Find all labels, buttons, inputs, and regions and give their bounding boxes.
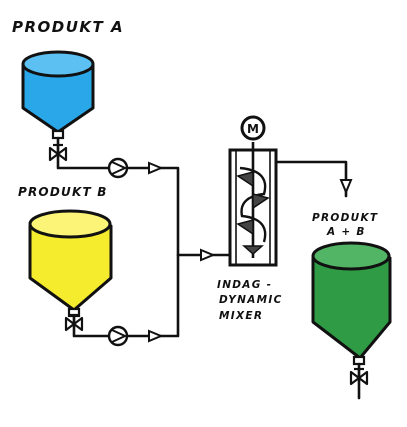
pump-icon-a (107, 157, 129, 179)
label-product-ab-line2: A + B (326, 226, 366, 238)
dynamic-mixer: M (228, 115, 278, 267)
flow-arrow-icon-b (148, 330, 162, 342)
label-mixer-line2: DYNAMIC (219, 294, 283, 306)
label-product-ab-line1: PRODUKT (312, 212, 378, 224)
tank-b (28, 209, 113, 318)
pump-icon-b (107, 325, 129, 347)
flow-arrow-icon-a (148, 162, 162, 174)
label-product-b: PRODUKT B (18, 185, 108, 199)
flow-arrow-icon-mixer-in (200, 249, 214, 261)
flow-arrow-icon-out (340, 179, 352, 193)
tank-a (21, 50, 95, 140)
mixer-spiral (239, 166, 267, 243)
motor-label: M (247, 122, 259, 136)
label-product-a: PRODUKT A (12, 18, 124, 36)
tank-ab (311, 241, 392, 366)
label-mixer-line1: INDAG - (217, 279, 272, 291)
motor-icon (240, 115, 266, 141)
label-mixer-line3: MIXER (219, 310, 263, 322)
